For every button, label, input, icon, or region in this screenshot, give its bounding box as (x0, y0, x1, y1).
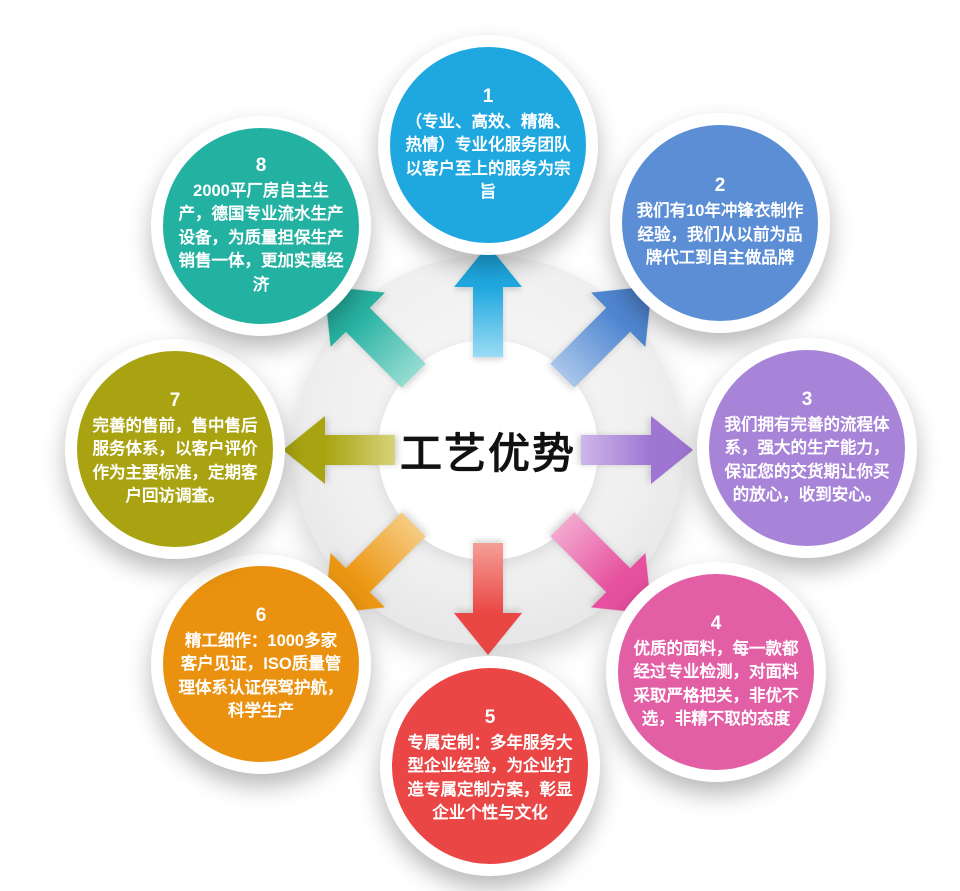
node-number: 3 (801, 388, 813, 410)
node-text: 优质的面料，每一款都经过专业检测，对面料采取严格把关，非优不选，非精不取的态度 (633, 639, 799, 728)
node-8-factory: 8 2000平厂房自主生产，德国专业流水生产设备，为质量担保生产销售一体，更加实… (151, 116, 371, 336)
node-number: 8 (255, 154, 267, 176)
node-number: 2 (714, 175, 726, 197)
node-text: 完善的售前，售中售后服务体系，以客户评价作为主要标准，定期客户回访调查。 (92, 416, 258, 505)
node-text: 我们拥有完善的流程体系，强大的生产能力，保证您的交货期让你买的放心，收到安心。 (724, 415, 890, 504)
node-number: 5 (484, 706, 496, 728)
node-text: （专业、高效、精确、热情）专业化服务团队以客户至上的服务为宗旨 (405, 112, 571, 201)
node-text: 专属定制：多年服务大型企业经验，为企业打造专属定制方案，彰显企业个性与文化 (407, 733, 573, 822)
node-text: 2000平厂房自主生产，德国专业流水生产设备，为质量担保生产销售一体，更加实惠经… (178, 181, 344, 294)
node-text: 我们有10年冲锋衣制作经验，我们从以前为品牌代工到自主做品牌 (636, 202, 804, 268)
node-5-custom-made: 5 专属定制：多年服务大型企业经验，为企业打造专属定制方案，彰显企业个性与文化 (380, 656, 600, 876)
node-7-after-sales: 7 完善的售前，售中售后服务体系，以客户评价作为主要标准，定期客户回访调查。 (65, 339, 285, 559)
node-4-fabric-quality: 4 优质的面料，每一款都经过专业检测，对面料采取严格把关，非优不选，非精不取的态… (606, 562, 826, 782)
node-2-experience: 2 我们有10年冲锋衣制作经验，我们从以前为品牌代工到自主做品牌 (610, 113, 830, 333)
arrow-shaft (473, 287, 503, 357)
node-6-craftsmanship: 6 精工细作：1000多家客户见证，ISO质量管理体系认证保驾护航，科学生产 (151, 554, 371, 774)
node-number: 7 (169, 389, 181, 411)
node-text: 精工细作：1000多家客户见证，ISO质量管理体系认证保驾护航，科学生产 (178, 631, 344, 720)
node-number: 4 (710, 612, 722, 634)
node-number: 1 (482, 85, 494, 107)
node-1-service-team: 1 （专业、高效、精确、热情）专业化服务团队以客户至上的服务为宗旨 (378, 35, 598, 255)
diagram-title: 工艺优势 (399, 429, 576, 477)
node-3-process-system: 3 我们拥有完善的流程体系，强大的生产能力，保证您的交货期让你买的放心，收到安心… (697, 338, 917, 558)
node-number: 6 (255, 604, 267, 626)
